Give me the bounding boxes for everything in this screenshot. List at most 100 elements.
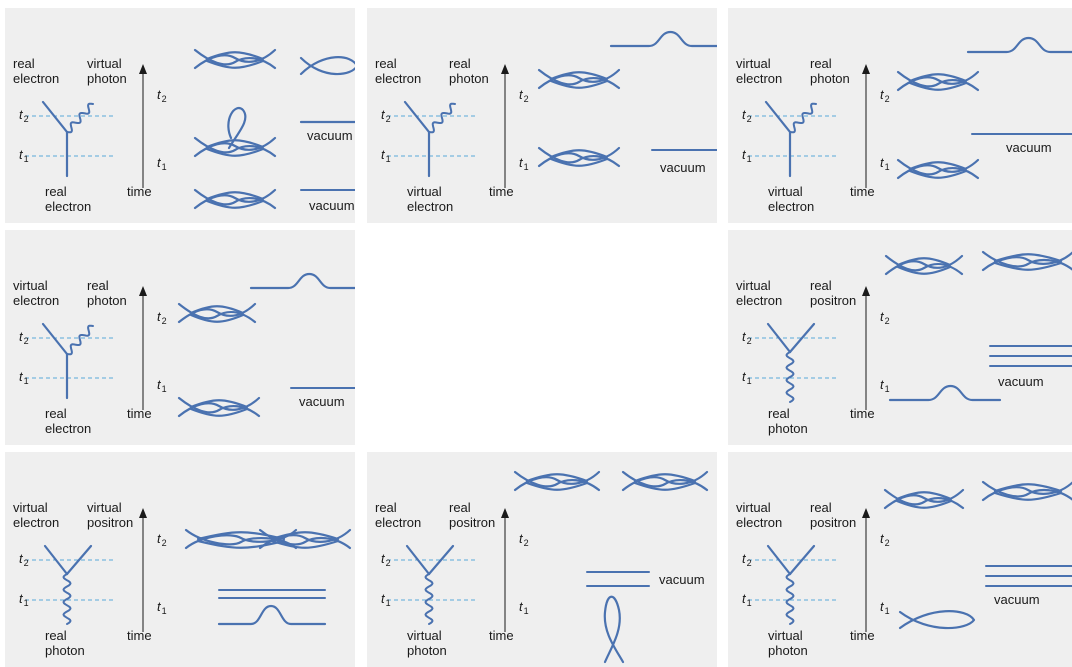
knot-bottom-strand-3	[908, 161, 968, 171]
vacuum-label-middle: vacuum	[305, 128, 355, 143]
t1-label: t1	[742, 369, 752, 386]
vacuum-label: vacuum	[658, 160, 708, 175]
panel-2: real electron real photon virtual electron…	[367, 8, 717, 223]
knot-top-left-strand-3	[525, 473, 589, 483]
t1-label: t1	[19, 591, 29, 608]
panel-7: virtual electron virtual positron real pho…	[5, 452, 355, 667]
photon-hump	[966, 36, 1072, 54]
t1-time-label: t1	[880, 599, 890, 616]
top-left-label: virtual electron	[736, 500, 783, 530]
time-label: time	[489, 184, 514, 199]
loop-top	[299, 56, 355, 76]
t1-label: t1	[19, 369, 29, 386]
electron-in-line	[41, 322, 69, 356]
knot-top-strand-4	[189, 313, 245, 323]
top-right-label: real photon	[449, 56, 489, 86]
panel-4-graphics	[25, 272, 355, 418]
knot-top-left	[883, 488, 965, 510]
t2-label: t2	[742, 329, 752, 346]
t1-label: t1	[742, 147, 752, 164]
knot-middle-strand-4	[205, 147, 265, 157]
positron-line	[65, 544, 93, 576]
loop-bottom	[603, 595, 625, 664]
knot-top-right-strand-4	[633, 481, 697, 491]
time-arrow-icon	[501, 64, 509, 74]
photon-wavy-line	[789, 102, 817, 134]
t1-time-label: t1	[157, 599, 167, 616]
t1-label: t1	[381, 591, 391, 608]
t2-time-label: t2	[880, 531, 890, 548]
bottom-label: real electron	[45, 184, 92, 214]
top-right-label: real photon	[87, 278, 127, 308]
t2-time-label: t2	[519, 531, 529, 548]
photon-wavy-line	[66, 102, 94, 134]
knot-pair-left	[184, 528, 298, 550]
photon-wavy-line	[424, 573, 434, 625]
panel-5	[367, 230, 717, 445]
t2-label: t2	[19, 107, 29, 124]
positron-line	[427, 544, 455, 576]
panel-9-graphics	[748, 480, 1072, 632]
knot-pair-left-strand-3	[196, 531, 286, 541]
panel-6-graphics	[748, 250, 1072, 410]
knot-pair-right-strand-4	[270, 539, 340, 549]
t2-label: t2	[381, 107, 391, 124]
bottom-label: virtual electron	[407, 184, 454, 214]
knot-top-right	[621, 470, 709, 492]
top-left-label: virtual electron	[736, 278, 783, 308]
knot-top	[537, 68, 621, 90]
knot-top-strand-3	[549, 71, 609, 81]
time-label: time	[850, 406, 875, 421]
photon-wavy-line	[785, 351, 795, 403]
t2-time-label: t2	[880, 309, 890, 326]
electron-line	[405, 544, 431, 576]
vacuum-label: vacuum	[996, 374, 1046, 389]
time-label: time	[489, 628, 514, 643]
electron-line	[766, 322, 792, 354]
knot-bottom-strand-4	[205, 199, 265, 209]
panel-1-graphics	[25, 48, 355, 210]
knot-top-right	[981, 480, 1072, 502]
time-arrow-icon	[139, 286, 147, 296]
time-label: time	[127, 406, 152, 421]
top-right-label: real positron	[810, 278, 857, 308]
top-right-label: real positron	[449, 500, 496, 530]
electron-in-line	[41, 100, 69, 134]
top-right-label: virtual positron	[87, 500, 134, 530]
t2-time-label: t2	[157, 531, 167, 548]
t1-time-label: t1	[519, 155, 529, 172]
top-left-label: virtual electron	[13, 500, 60, 530]
time-label: time	[850, 628, 875, 643]
t1-time-label: t1	[880, 377, 890, 394]
knot-top-left-strand-4	[895, 499, 953, 509]
time-arrow-icon	[139, 508, 147, 518]
photon-wavy-line	[62, 573, 72, 625]
positron-line	[788, 544, 816, 576]
knot-top-right-strand-3	[993, 483, 1063, 493]
electron-in-line	[764, 100, 792, 134]
electron-line	[766, 544, 792, 576]
knot-top-strand-4	[549, 79, 609, 89]
t1-label: t1	[19, 147, 29, 164]
knot-top-left	[884, 254, 964, 276]
top-left-label: real electron	[375, 56, 422, 86]
knot-top-right-strand-3	[993, 253, 1063, 263]
vacuum-label: vacuum	[1004, 140, 1054, 155]
photon-wavy-line	[785, 573, 795, 625]
t1-label: t1	[742, 591, 752, 608]
top-right-label: virtual photon	[87, 56, 127, 86]
electron-in-line	[403, 100, 431, 134]
bottom-label: real photon	[45, 628, 85, 658]
panel-8-graphics	[387, 470, 709, 664]
photon-hump	[888, 384, 1002, 402]
vacuum-label: vacuum	[992, 592, 1042, 607]
top-left-label: virtual electron	[13, 278, 60, 308]
photon-hump	[609, 30, 717, 48]
knot-top-left-strand-3	[896, 257, 952, 267]
knot-middle-loop	[227, 107, 247, 150]
vacuum-label: vacuum	[297, 394, 347, 409]
knot-bottom	[177, 396, 261, 418]
